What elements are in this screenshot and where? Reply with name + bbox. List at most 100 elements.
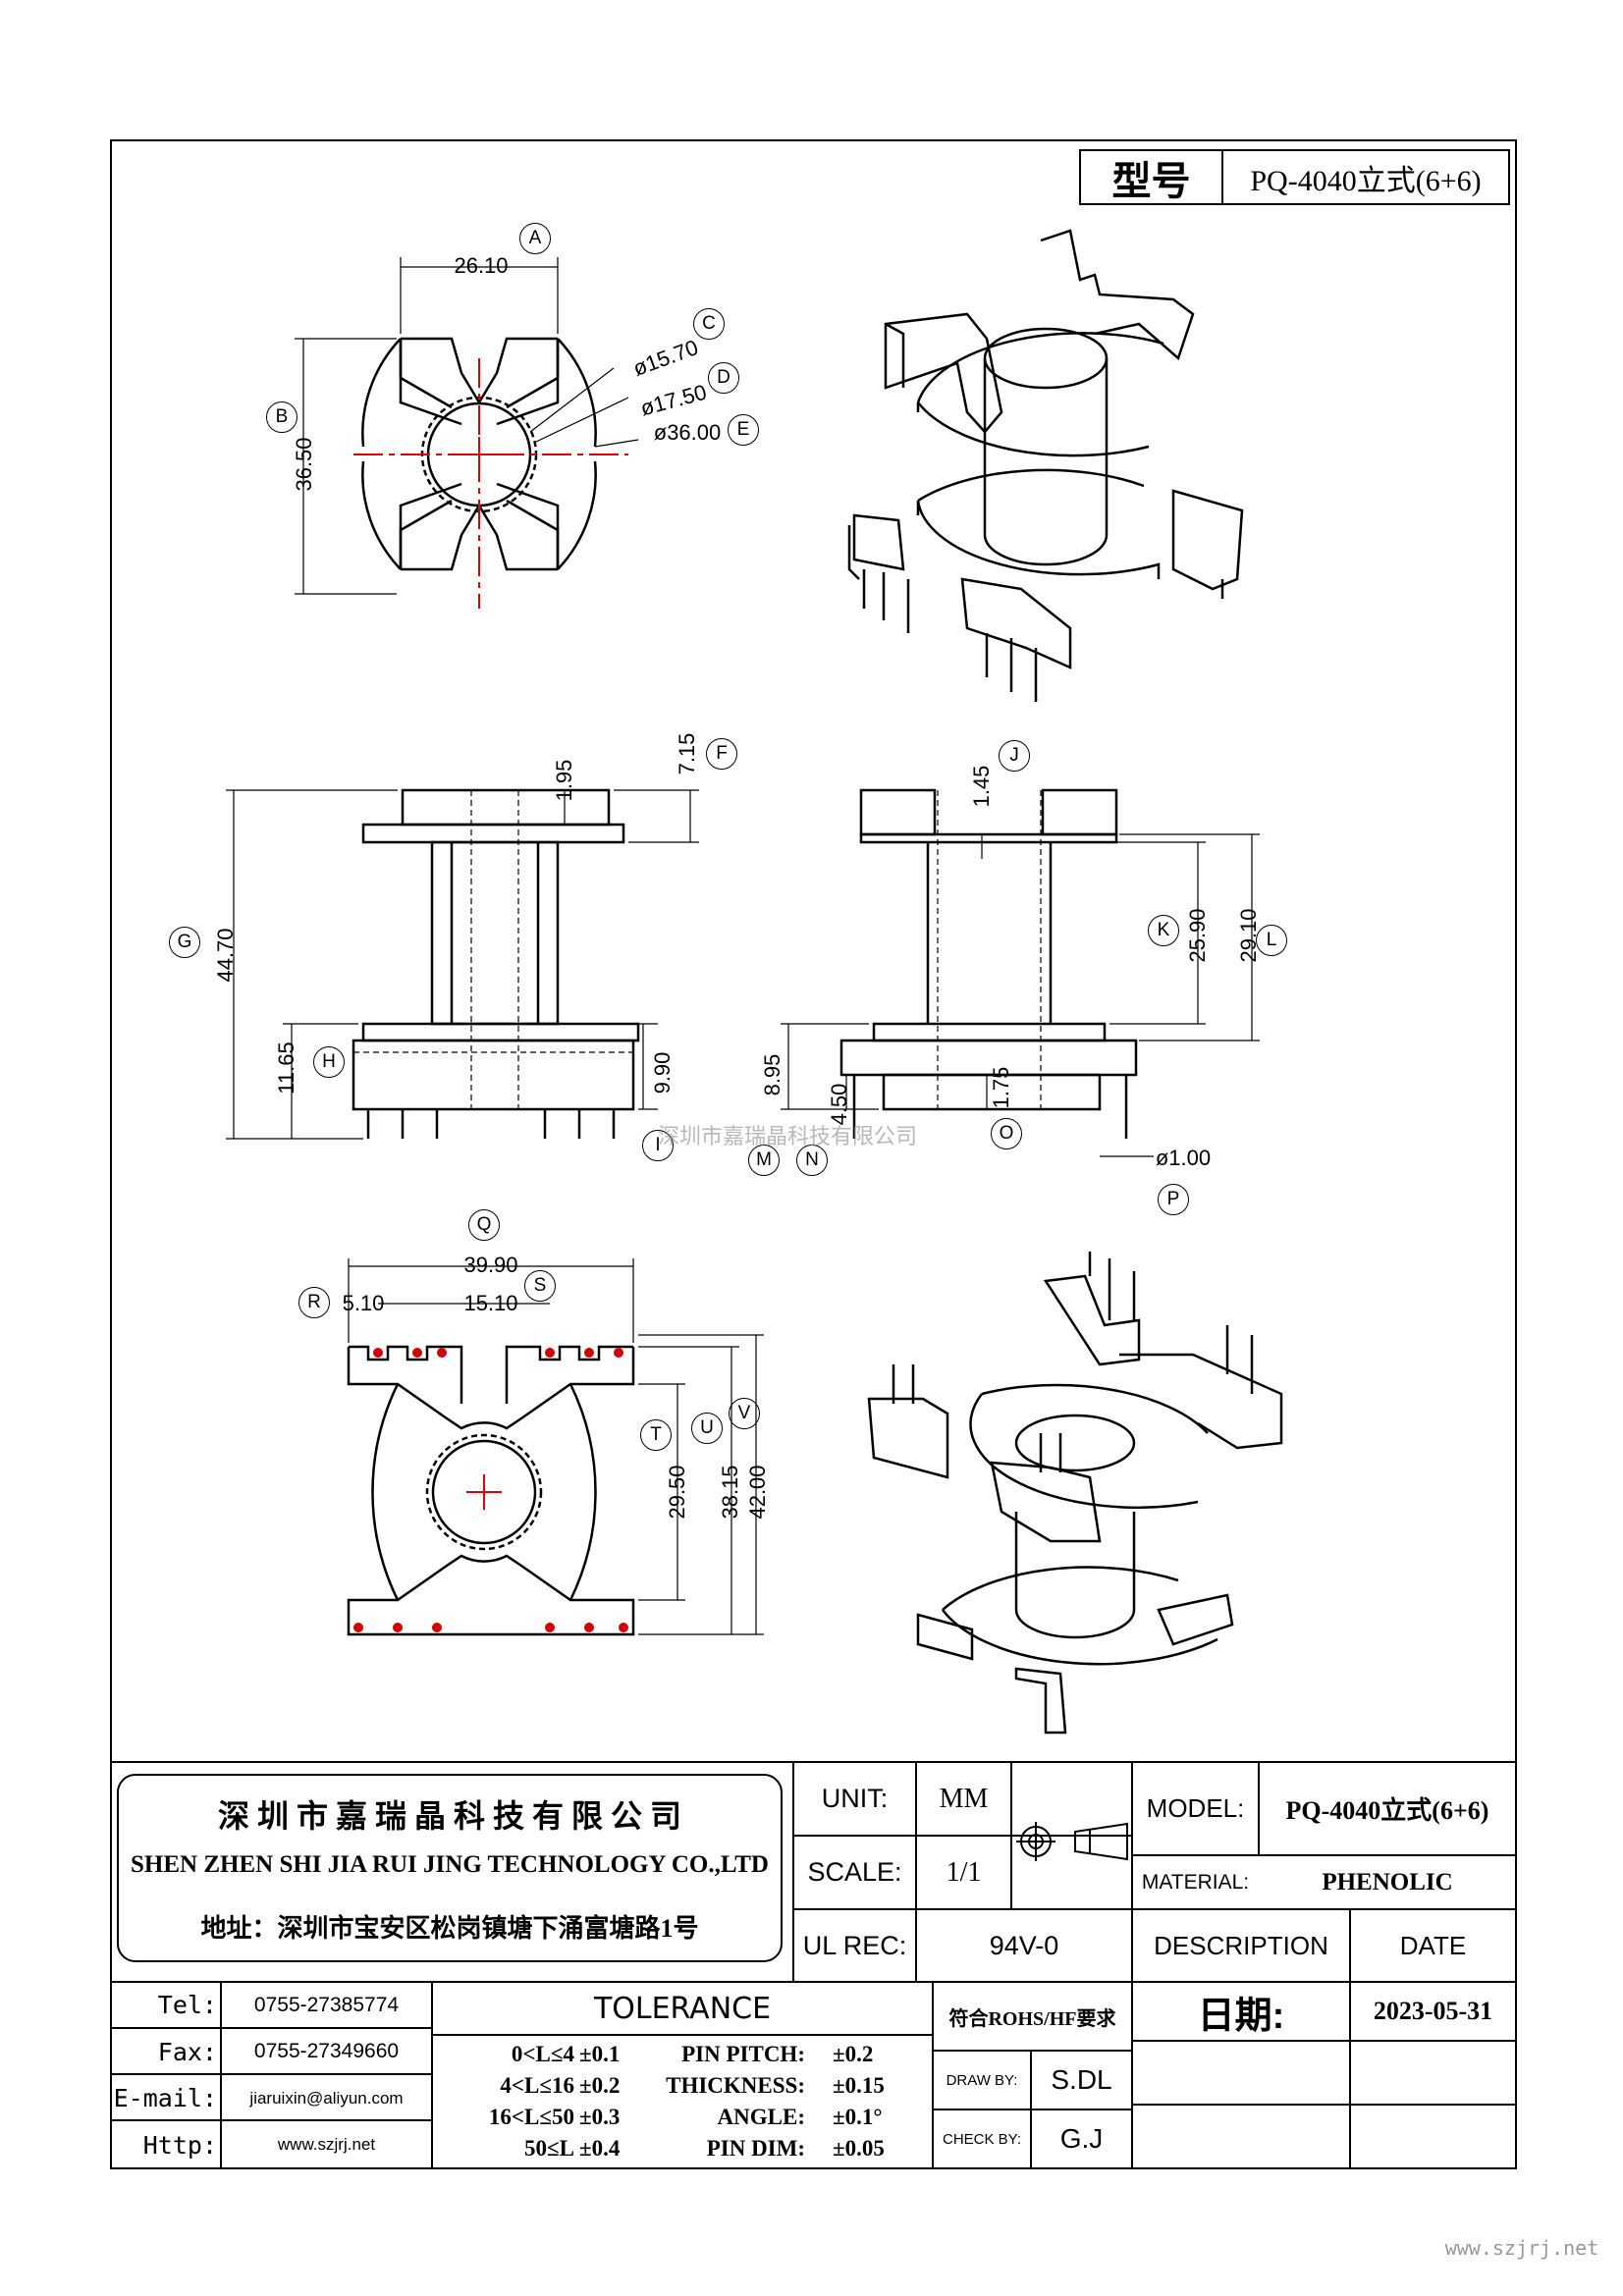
tolerance-range: 50≤L [524, 2136, 574, 2161]
description-label: DESCRIPTION [1154, 1930, 1328, 1960]
check-by-label: CHECK BY: [942, 2130, 1022, 2148]
tolerance-value: ±0.1 [579, 2042, 621, 2066]
dim-r: 5.10 [342, 1291, 385, 1315]
side-view-dimension-lines [781, 833, 1260, 1157]
side-view-hidden-lines [937, 790, 1042, 1109]
marker-o: O [991, 1118, 1022, 1149]
marker-k: K [1148, 915, 1179, 946]
dim-g: 44.70 [213, 928, 238, 983]
marker-r: R [298, 1287, 330, 1318]
contact-label: E-mail: [113, 2084, 217, 2112]
tolerance-spec-value: ±0.15 [833, 2073, 885, 2098]
contact-label: Tel: [157, 1991, 217, 2019]
marker-g: G [169, 927, 200, 958]
dim-v: 42.00 [745, 1465, 770, 1520]
scale-value: 1/1 [946, 1856, 982, 1888]
model-label: 型号 [1111, 158, 1191, 203]
dim-f2: 1.95 [552, 759, 576, 802]
model-field-label: MODEL: [1146, 1793, 1245, 1823]
ul-rec-value: 94V-0 [989, 1930, 1059, 1960]
marker-l: L [1256, 925, 1287, 956]
tolerance-range: 0<L≤4 [511, 2042, 574, 2066]
top-view-drawing [361, 337, 597, 571]
company-name-cn: 深 圳 市 嘉 瑞 晶 科 技 有 限 公 司 [217, 1798, 681, 1834]
material-label: MATERIAL: [1141, 1870, 1250, 1894]
contact-label: Fax: [157, 2037, 217, 2066]
check-by-value: G.J [1059, 2123, 1104, 2154]
contact-label: Http: [142, 2130, 217, 2160]
tolerance-spec-value: ±0.1° [833, 2105, 883, 2129]
marker-d: D [708, 362, 739, 394]
dim-o: 1.75 [989, 1066, 1013, 1109]
tolerance-spec-value: ±0.05 [833, 2136, 885, 2161]
contact-value: 0755-27385774 [253, 1993, 400, 2016]
unit-value: MM [939, 1783, 989, 1814]
dim-m: 8.95 [760, 1053, 784, 1096]
dim-a: 26.10 [454, 253, 509, 278]
marker-m: M [748, 1145, 780, 1176]
projection-symbol-icon [1016, 1822, 1128, 1861]
marker-c: C [693, 308, 725, 340]
contact-value[interactable]: www.szjrj.net [277, 2135, 376, 2154]
date-header: DATE [1399, 1930, 1467, 1960]
tolerance-spec-label: THICKNESS: [666, 2073, 805, 2098]
side-view-drawing [839, 788, 1138, 1139]
unit-label: UNIT: [821, 1784, 889, 1813]
dim-p: ø1.00 [1155, 1146, 1212, 1170]
scale-label: SCALE: [807, 1857, 902, 1887]
marker-p: P [1158, 1184, 1189, 1215]
ul-rec-label: UL REC: [802, 1930, 907, 1960]
dim-h: 11.65 [274, 1041, 298, 1095]
company-name-en: SHEN ZHEN SHI JIA RUI JING TECHNOLOGY CO… [131, 1851, 769, 1878]
isometric-view-top [847, 229, 1244, 702]
marker-a: A [519, 223, 551, 254]
tolerance-spec-label: PIN DIM: [706, 2136, 805, 2161]
dim-j: 1.45 [969, 765, 994, 808]
dim-k: 25.90 [1185, 908, 1210, 963]
date-value: 2023-05-31 [1373, 1997, 1493, 2025]
tolerance-value: ±0.3 [579, 2105, 621, 2129]
model-title-box [1079, 149, 1510, 205]
material-value: PHENOLIC [1322, 1868, 1453, 1896]
tolerance-range: 4<L≤16 [500, 2073, 574, 2098]
dim-q: 39.90 [463, 1253, 518, 1277]
model-field-value: PQ-4040立式(6+6) [1285, 1796, 1489, 1825]
dim-t: 29.50 [665, 1465, 689, 1520]
contact-value: 0755-27349660 [253, 2040, 400, 2062]
bottom-view-centerlines [466, 1474, 502, 1510]
company-address: 地址：深圳市宝安区松岗镇塘下涌富塘路1号 [200, 1913, 699, 1943]
dim-i: 9.90 [650, 1051, 675, 1095]
marker-t: T [640, 1419, 672, 1451]
front-view-drawing [352, 788, 640, 1139]
dim-f: 7.15 [675, 732, 699, 775]
marker-q: Q [468, 1209, 500, 1241]
bottom-view-dimension-lines [348, 1258, 764, 1635]
contact-value[interactable]: jiaruixin@aliyun.com [249, 2088, 404, 2108]
tolerance-value: ±0.4 [579, 2136, 621, 2161]
footer-url: www.szjrj.net [1444, 2236, 1599, 2260]
dim-u: 38.15 [718, 1465, 742, 1520]
marker-i: I [642, 1130, 674, 1161]
tolerance-title: TOLERANCE [593, 1991, 772, 2026]
tolerance-spec-value: ±0.2 [833, 2042, 874, 2066]
title-block-grid [111, 1761, 1516, 2168]
top-view-dimension-lines [295, 257, 639, 595]
rohs-note: 符合ROHS/HF要求 [948, 2007, 1116, 2030]
tolerance-range: 16<L≤50 [488, 2105, 574, 2129]
marker-n: N [796, 1145, 828, 1176]
marker-j: J [999, 740, 1030, 772]
tolerance-spec-label: ANGLE: [717, 2105, 805, 2129]
tolerance-spec-label: PIN PITCH: [681, 2042, 805, 2066]
model-value: PQ-4040立式(6+6) [1250, 164, 1482, 197]
date-label: 日期: [1197, 1995, 1285, 2037]
dim-e: ø36.00 [653, 420, 722, 445]
marker-u: U [691, 1413, 723, 1444]
front-view-dimension-lines [226, 789, 699, 1140]
dim-s: 15.10 [463, 1291, 518, 1315]
isometric-view-bottom [867, 1252, 1283, 1735]
watermark: 深圳市嘉瑞晶科技有限公司 [658, 1125, 918, 1149]
draw-by-value: S.DL [1051, 2064, 1112, 2095]
marker-h: H [313, 1046, 345, 1078]
marker-v: V [729, 1398, 760, 1429]
